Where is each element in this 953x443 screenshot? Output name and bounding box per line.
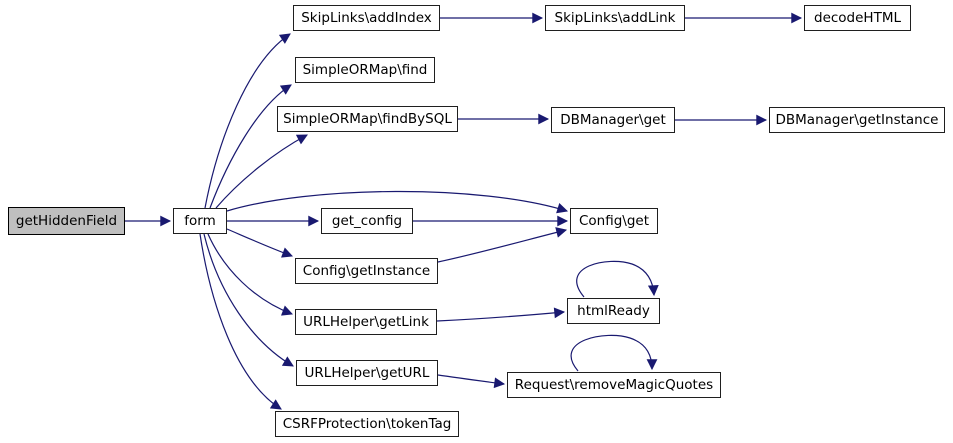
node-skiplinks-addlink[interactable]: SkipLinks\addLink	[545, 5, 685, 31]
node-gethiddenfield: getHiddenField	[8, 207, 125, 235]
edge-form-to-config-get	[226, 190, 569, 214]
edge-config-getinstance-to-config-get	[437, 227, 568, 263]
node-config-get[interactable]: Config\get	[570, 208, 658, 234]
edge-form-to-csrfprotection-tokentag	[199, 233, 282, 410]
node-form[interactable]: form	[173, 208, 227, 234]
node-dbmanager-getinstance[interactable]: DBManager\getInstance	[769, 107, 945, 133]
node-skiplinks-addindex[interactable]: SkipLinks\addIndex	[293, 5, 440, 31]
node-dbmanager-get[interactable]: DBManager\get	[551, 107, 675, 133]
node-htmlready[interactable]: htmlReady	[567, 298, 660, 324]
node-simpleormap-find[interactable]: SimpleORMap\find	[295, 57, 435, 83]
edge-form-to-config-getinstance	[226, 228, 294, 258]
node-urlhelper-getlink[interactable]: URLHelper\getLink	[295, 309, 437, 335]
edge-form-to-urlhelper-getlink	[207, 233, 294, 316]
node-decodehtml[interactable]: decodeHTML	[804, 5, 911, 31]
node-simpleormap-findbysql[interactable]: SimpleORMap\findBySQL	[277, 106, 458, 132]
node-get-config[interactable]: get_config	[321, 208, 413, 234]
edge-urlhelper-getlink-to-htmlready	[436, 307, 566, 322]
node-csrfprotection-tokentag[interactable]: CSRFProtection\tokenTag	[275, 411, 459, 437]
edge-form-to-simpleormap-find	[209, 84, 292, 209]
node-urlhelper-geturl[interactable]: URLHelper\getURL	[296, 360, 438, 386]
edge-removemagicquotes-self-loop	[570, 334, 658, 372]
edge-htmlready-self-loop	[576, 260, 659, 298]
edge-urlhelper-geturl-to-removemagicquotes	[437, 374, 506, 389]
edge-form-to-urlhelper-geturl	[203, 233, 294, 367]
node-config-getinstance[interactable]: Config\getInstance	[295, 258, 438, 284]
edge-form-to-simpleormap-findbysql	[215, 134, 308, 209]
edge-form-to-skiplinks-addindex	[204, 33, 291, 209]
node-request-removemagicquotes[interactable]: Request\removeMagicQuotes	[507, 372, 721, 398]
